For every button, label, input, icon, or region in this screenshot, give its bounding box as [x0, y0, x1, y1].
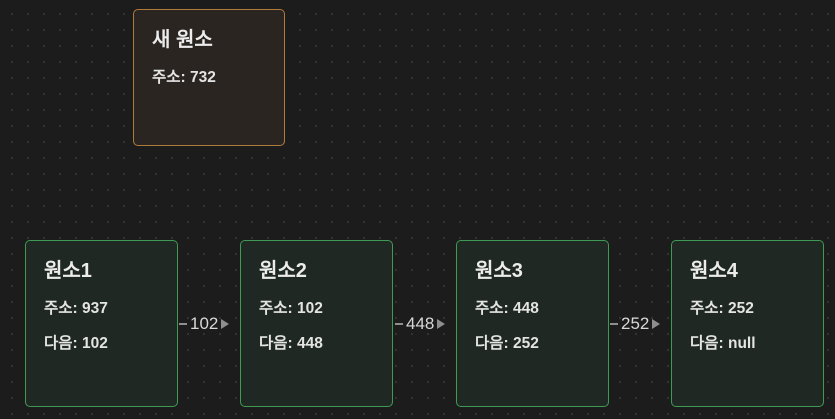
node-address: 주소: 448	[475, 300, 539, 317]
list-node-3[interactable]: 원소3 주소: 448 다음: 252	[456, 240, 609, 407]
node-title: 원소4	[690, 260, 738, 282]
node-address: 주소: 102	[259, 300, 323, 317]
node-address: 주소: 252	[690, 300, 754, 317]
node-title: 원소1	[44, 260, 92, 282]
edge-label: 252	[621, 314, 650, 333]
node-next: 다음: 448	[259, 335, 323, 352]
node-title: 원소2	[259, 260, 307, 282]
node-title: 새 원소	[152, 29, 213, 51]
list-node-2[interactable]: 원소2 주소: 102 다음: 448	[240, 240, 393, 407]
edge-label: 448	[406, 314, 435, 333]
new-element-node[interactable]: 새 원소 주소: 732	[133, 9, 285, 146]
node-address: 주소: 732	[152, 69, 216, 86]
edge-1-to-2: 102	[179, 314, 230, 334]
node-title: 원소3	[475, 260, 523, 282]
arrow-head-icon	[437, 319, 446, 329]
list-node-4[interactable]: 원소4 주소: 252 다음: null	[671, 240, 824, 407]
list-node-1[interactable]: 원소1 주소: 937 다음: 102	[25, 240, 178, 407]
edge-label: 102	[190, 314, 219, 333]
edge-line	[610, 323, 618, 325]
edge-3-to-4: 252	[610, 314, 661, 334]
node-address: 주소: 937	[44, 300, 108, 317]
node-next: 다음: 252	[475, 335, 539, 352]
edge-line	[395, 323, 403, 325]
node-next: 다음: null	[690, 335, 756, 352]
edge-line	[179, 323, 187, 325]
arrow-head-icon	[221, 319, 230, 329]
node-next: 다음: 102	[44, 335, 108, 352]
edge-2-to-3: 448	[395, 314, 446, 334]
arrow-head-icon	[652, 319, 661, 329]
